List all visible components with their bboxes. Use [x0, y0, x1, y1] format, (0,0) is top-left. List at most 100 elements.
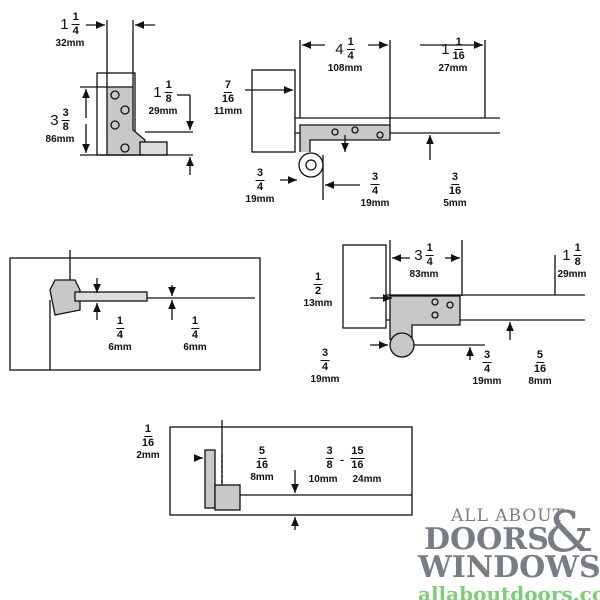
- den: 4: [347, 50, 354, 62]
- num: 1: [164, 79, 173, 93]
- mm: 19mm: [245, 194, 275, 205]
- side-view-pivot-drawing: [80, 20, 194, 175]
- mm: 10mm: [308, 474, 338, 485]
- elevation-view-drawing: [9, 250, 261, 371]
- den: 4: [191, 329, 199, 341]
- mm: 8mm: [250, 472, 274, 483]
- mm: 19mm: [310, 374, 340, 385]
- num: 1: [425, 242, 434, 256]
- mm: 19mm: [472, 376, 502, 387]
- logo-line1: ALL ABOUT: [451, 506, 565, 526]
- logo-url: allaboutdoors.com: [418, 582, 600, 600]
- den: 4: [483, 363, 491, 375]
- whole: 1: [60, 16, 69, 33]
- num: 1: [190, 315, 200, 329]
- num: 5: [257, 445, 267, 459]
- den: 4: [321, 361, 329, 373]
- num: 3: [450, 171, 460, 185]
- mm: 32mm: [55, 38, 85, 49]
- mm: 13mm: [303, 298, 333, 309]
- num: 3: [255, 167, 265, 181]
- mm: 86mm: [45, 134, 75, 145]
- mm: 5mm: [443, 198, 467, 209]
- den: 16: [533, 363, 547, 375]
- den: 2: [314, 285, 322, 297]
- mm: 8mm: [528, 376, 552, 387]
- mm: 2mm: [136, 450, 160, 461]
- den: 8: [574, 256, 581, 268]
- num: 1: [115, 315, 125, 329]
- num: 3: [61, 107, 70, 121]
- num: 3: [325, 445, 334, 459]
- den: 8: [326, 459, 333, 471]
- den: 4: [371, 185, 379, 197]
- num: 7: [223, 79, 233, 93]
- num: 1: [71, 11, 80, 25]
- whole: 3: [50, 112, 59, 129]
- num: 3: [482, 349, 492, 363]
- logo-ampersand: &: [544, 500, 594, 565]
- mm: 29mm: [148, 106, 178, 117]
- den: 4: [116, 329, 124, 341]
- logo-line2: DOORS: [424, 522, 549, 557]
- den: 4: [426, 256, 433, 268]
- mm: 108mm: [327, 63, 363, 74]
- mm: 27mm: [438, 63, 468, 74]
- num: 1: [313, 271, 323, 285]
- mm: 6mm: [183, 342, 207, 353]
- separator: -: [339, 450, 345, 467]
- den: 8: [62, 121, 69, 133]
- den: 16: [221, 93, 235, 105]
- mm: 29mm: [557, 269, 587, 280]
- num: 1: [143, 423, 153, 437]
- den: 16: [448, 185, 462, 197]
- den: 16: [351, 459, 364, 471]
- brand-logo: ALL ABOUT DOORS & WINDOWS allaboutdoors.…: [418, 500, 600, 600]
- den: 16: [452, 50, 465, 62]
- num: 5: [535, 349, 545, 363]
- plan-view-bottom-drawing: [342, 240, 585, 360]
- whole: 1: [153, 84, 162, 101]
- section-view-drawing: [169, 420, 413, 530]
- plan-view-top-drawing: [245, 40, 500, 200]
- den: 4: [256, 181, 264, 193]
- num: 1: [346, 36, 355, 50]
- num: 3: [370, 171, 380, 185]
- num: 1: [454, 36, 463, 50]
